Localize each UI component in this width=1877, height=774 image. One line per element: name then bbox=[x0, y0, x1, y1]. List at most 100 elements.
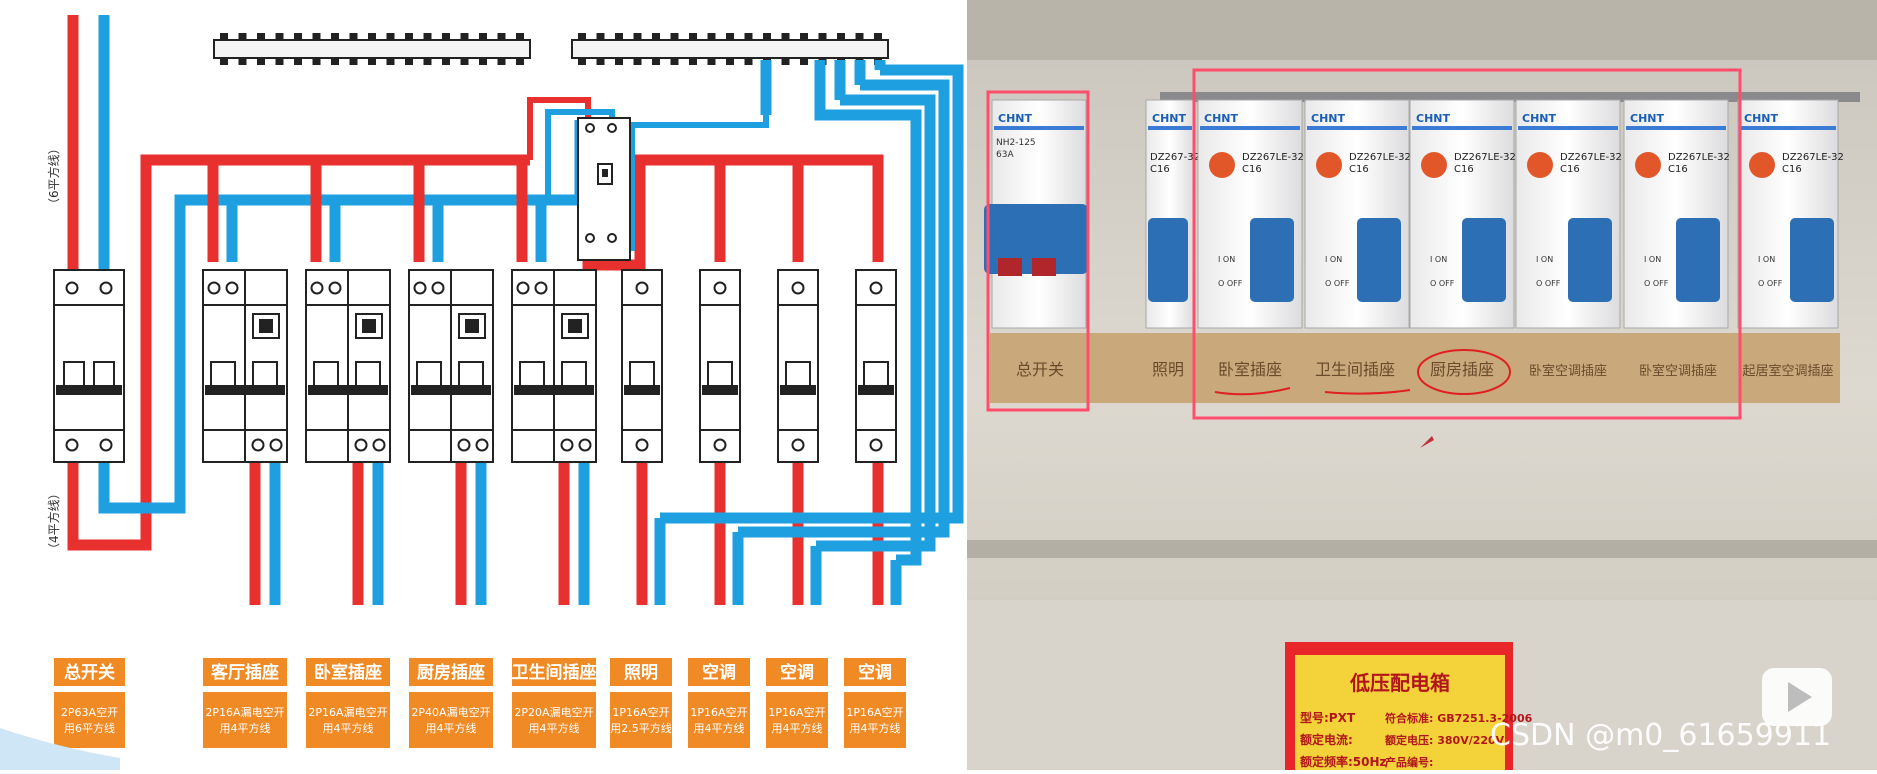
breaker-spec: 用6平方线 bbox=[64, 721, 115, 735]
svg-text:CHNT: CHNT bbox=[998, 112, 1032, 125]
svg-text:I ON: I ON bbox=[1758, 255, 1775, 264]
nameplate-line: 额定频率:50Hz bbox=[1300, 754, 1387, 769]
svg-text:（6平方线）: （6平方线） bbox=[46, 142, 61, 210]
breaker-1p-1 bbox=[621, 269, 663, 463]
wiring-diagram: （6平方线） （4平方线） 总开关2P63A空开用6平方线客厅插座2P16A漏电… bbox=[0, 15, 964, 770]
underline-mark bbox=[1214, 387, 1291, 396]
breaker-spec: 2P16A漏电空开 bbox=[205, 705, 284, 719]
nameplate-line: 型号:PXT bbox=[1300, 710, 1356, 725]
svg-text:C16: C16 bbox=[1668, 164, 1688, 175]
svg-text:CHNT: CHNT bbox=[1152, 112, 1186, 125]
breaker-name: 空调 bbox=[702, 662, 736, 683]
svg-text:（4平方线）: （4平方线） bbox=[46, 487, 61, 555]
breaker-spec: 用4平方线 bbox=[850, 721, 901, 735]
svg-text:CHNT: CHNT bbox=[1204, 112, 1238, 125]
highlight-main-switch bbox=[986, 90, 1090, 412]
svg-text:I ON: I ON bbox=[1430, 255, 1447, 264]
svg-text:CHNT: CHNT bbox=[1522, 112, 1556, 125]
breaker-spec: 1P16A空开 bbox=[612, 705, 669, 719]
breaker-spec: 用4平方线 bbox=[426, 721, 477, 735]
nameplate-line: 产品编号: bbox=[1385, 755, 1433, 769]
svg-text:O OFF: O OFF bbox=[1536, 279, 1561, 288]
breakers bbox=[53, 269, 897, 463]
breaker-name: 厨房插座 bbox=[417, 662, 485, 683]
leakage-module bbox=[577, 117, 631, 261]
photo-labels: 总开关 照明 卧室插座 卫生间插座 厨房插座 卧室空调插座 卧室空调插座 起居室空调插座 bbox=[1016, 360, 1834, 379]
svg-text:I ON: I ON bbox=[1536, 255, 1553, 264]
photo-label: 总开关 bbox=[1016, 360, 1064, 379]
breaker-1p-4 bbox=[855, 269, 897, 463]
nameplate-line: 额定电压: 380V/220V bbox=[1385, 733, 1505, 747]
breaker-spec: 2P20A漏电空开 bbox=[514, 705, 593, 719]
watermark: CSDN @m0_61659911 bbox=[1490, 718, 1831, 753]
breaker-main bbox=[53, 269, 125, 463]
photo-label: 卫生间插座 bbox=[1315, 360, 1395, 379]
side-label-bottom: （4平方线） bbox=[46, 487, 61, 555]
svg-text:CHNT: CHNT bbox=[1416, 112, 1450, 125]
svg-text:DZ267LE-32: DZ267LE-32 bbox=[1242, 152, 1304, 163]
breaker-1p-3 bbox=[777, 269, 819, 463]
underline-mark bbox=[1324, 389, 1411, 395]
svg-text:C16: C16 bbox=[1560, 164, 1580, 175]
svg-text:C16: C16 bbox=[1349, 164, 1369, 175]
svg-text:I ON: I ON bbox=[1644, 255, 1661, 264]
svg-text:DZ267LE-32: DZ267LE-32 bbox=[1668, 152, 1730, 163]
svg-text:DZ267LE-32: DZ267LE-32 bbox=[1782, 152, 1844, 163]
breaker-name: 照明 bbox=[624, 663, 658, 683]
photo-label: 厨房插座 bbox=[1430, 360, 1494, 379]
svg-text:63A: 63A bbox=[996, 150, 1014, 160]
breaker-spec: 2P16A漏电空开 bbox=[308, 705, 387, 719]
breaker-name: 总开关 bbox=[64, 662, 115, 683]
label-strip bbox=[990, 333, 1840, 403]
breaker-1p-2 bbox=[699, 269, 741, 463]
svg-text:I ON: I ON bbox=[1218, 255, 1235, 264]
photo-label: 卧室插座 bbox=[1218, 360, 1282, 379]
play-icon bbox=[1762, 668, 1832, 726]
wires bbox=[67, 15, 964, 605]
photo-label: 照明 bbox=[1152, 360, 1184, 379]
breaker-name: 卫生间插座 bbox=[512, 662, 597, 683]
breaker-spec: 用4平方线 bbox=[772, 721, 823, 735]
breaker-name: 空调 bbox=[858, 662, 892, 683]
photo-label: 卧室空调插座 bbox=[1529, 363, 1607, 379]
breaker-spec: 2P63A空开 bbox=[61, 705, 118, 719]
breaker-spec: 1P16A空开 bbox=[846, 705, 903, 719]
svg-text:DZ267-32: DZ267-32 bbox=[1150, 152, 1200, 163]
svg-text:O OFF: O OFF bbox=[1644, 279, 1669, 288]
photo-label: 卧室空调插座 bbox=[1639, 363, 1717, 379]
svg-text:O OFF: O OFF bbox=[1430, 279, 1455, 288]
nameplate-line: 符合标准: GB7251.3-2006 bbox=[1385, 711, 1533, 725]
svg-text:C16: C16 bbox=[1242, 164, 1262, 175]
breaker-name: 空调 bbox=[780, 662, 814, 683]
svg-text:O OFF: O OFF bbox=[1758, 279, 1783, 288]
photo-label: 起居室空调插座 bbox=[1742, 363, 1833, 379]
breaker-rcd-4 bbox=[511, 269, 597, 463]
nameplate: 低压配电箱 型号:PXT 符合标准: GB7251.3-2006 额定电流: 额… bbox=[1285, 642, 1533, 770]
svg-text:O OFF: O OFF bbox=[1325, 279, 1350, 288]
breaker-spec: 用4平方线 bbox=[220, 721, 271, 735]
breaker-spec: 用2.5平方线 bbox=[610, 721, 672, 735]
decorative-wave bbox=[0, 728, 120, 770]
highlight-rcd-group bbox=[1192, 68, 1742, 420]
breaker-rcd-3 bbox=[408, 269, 494, 463]
breaker-spec: 用4平方线 bbox=[529, 721, 580, 735]
circle-mark bbox=[1417, 349, 1511, 395]
neutral-busbar-right bbox=[571, 33, 889, 65]
svg-text:CHNT: CHNT bbox=[1630, 112, 1664, 125]
svg-text:O OFF: O OFF bbox=[1218, 279, 1243, 288]
svg-text:C16: C16 bbox=[1150, 164, 1170, 175]
